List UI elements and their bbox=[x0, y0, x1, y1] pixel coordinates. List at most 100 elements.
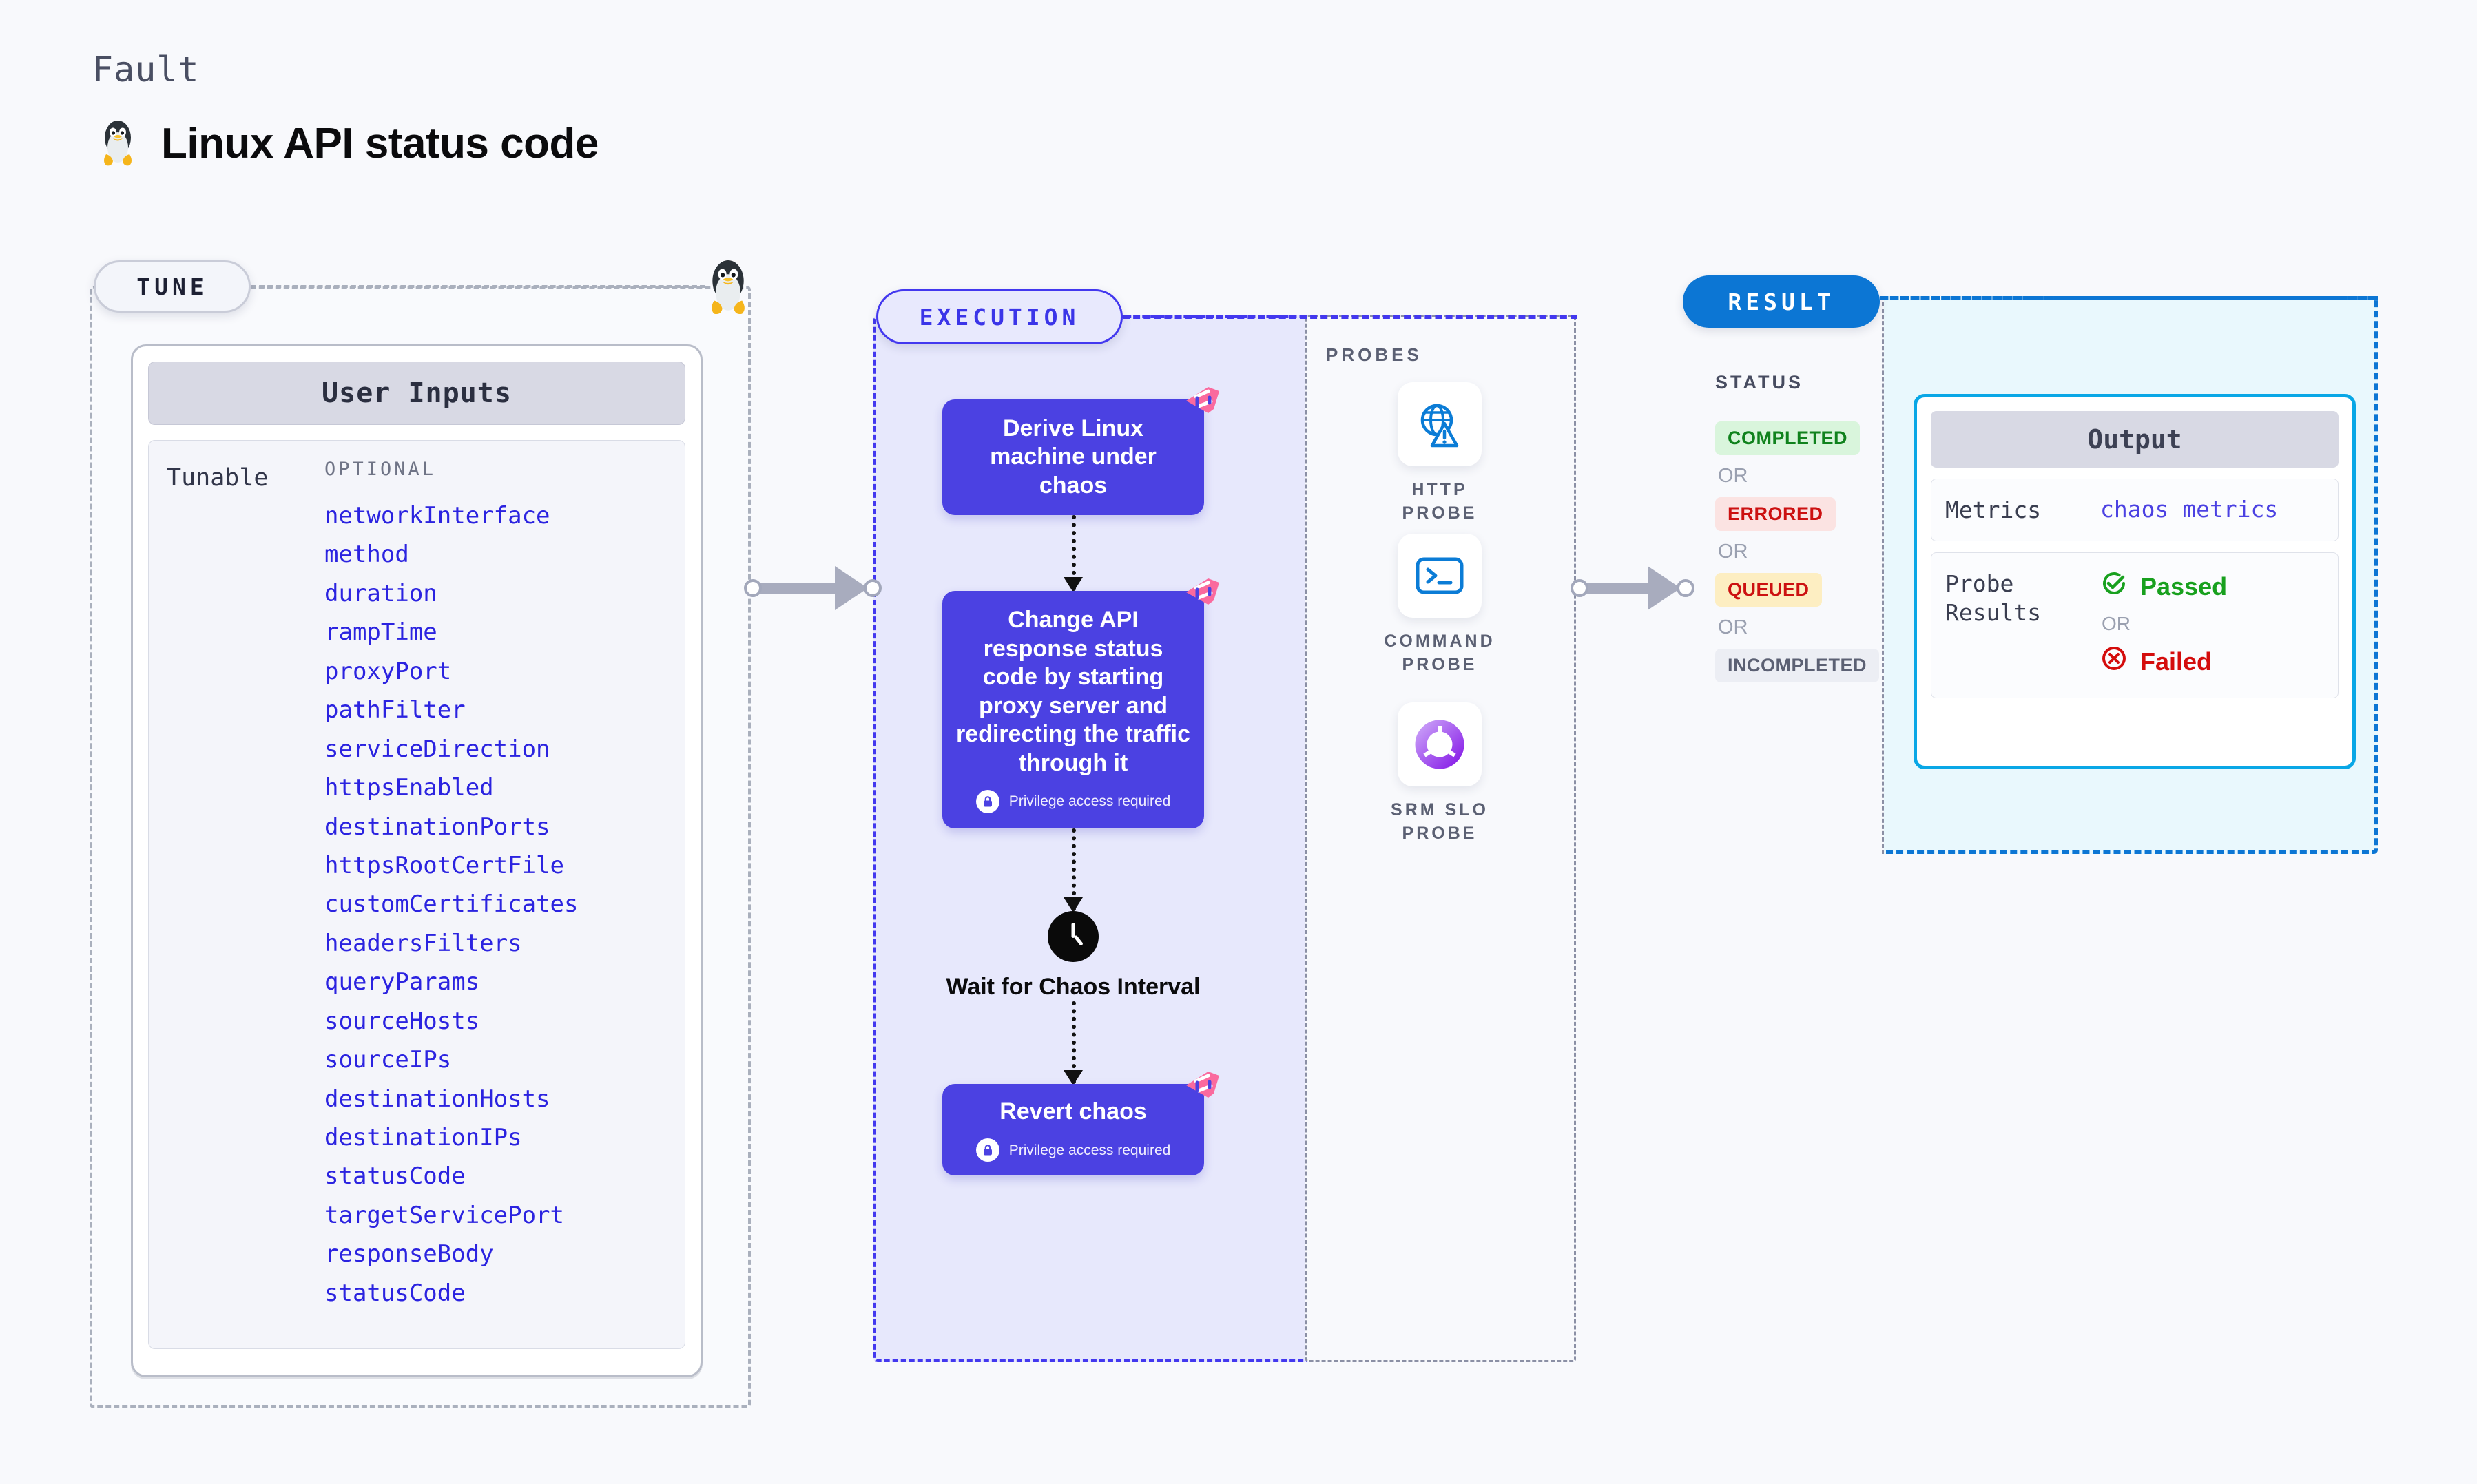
param-item[interactable]: responseBody bbox=[324, 1240, 494, 1268]
page-title-row: Linux API status code bbox=[96, 117, 599, 170]
arrow-head-icon bbox=[1064, 577, 1083, 593]
execution-step-label: Change API response status code by start… bbox=[955, 607, 1191, 776]
privilege-note: Privilege access required bbox=[955, 790, 1192, 814]
execution-step-revert-chaos[interactable]: Revert chaos Privilege access required bbox=[942, 1072, 1219, 1176]
arrow-end-dot bbox=[1677, 579, 1694, 597]
param-item[interactable]: rampTime bbox=[324, 618, 437, 647]
param-item[interactable]: targetServicePort bbox=[324, 1201, 564, 1229]
arrow-head-icon bbox=[1064, 1070, 1083, 1086]
status-badge-incompleted: INCOMPLETED bbox=[1715, 649, 1880, 682]
user-inputs-card: User Inputs Tunable OPTIONAL networkInte… bbox=[131, 344, 703, 1377]
metrics-key: Metrics bbox=[1945, 497, 2042, 523]
privilege-note: Privilege access required bbox=[955, 1138, 1192, 1162]
probes-title: PROBES bbox=[1326, 344, 1422, 365]
output-header: Output bbox=[1931, 411, 2339, 468]
execution-connector-line bbox=[1123, 315, 1577, 319]
arrow-shaft bbox=[1586, 583, 1650, 594]
execution-flow: Derive Linux machine under chaos Change … bbox=[942, 387, 1219, 1176]
user-inputs-header: User Inputs bbox=[148, 362, 685, 425]
probe-label: COMMAND PROBE bbox=[1384, 631, 1495, 674]
dotted-line bbox=[1072, 1001, 1076, 1085]
probe-command[interactable]: COMMAND PROBE bbox=[1371, 534, 1509, 677]
param-item[interactable]: serviceDirection bbox=[324, 735, 550, 763]
privilege-label: Privilege access required bbox=[1008, 1142, 1171, 1158]
passed-label: Passed bbox=[2140, 572, 2228, 600]
param-item[interactable]: httpsRootCertFile bbox=[324, 851, 564, 879]
privilege-label: Privilege access required bbox=[1008, 793, 1171, 810]
param-item[interactable]: destinationIPs bbox=[324, 1124, 522, 1151]
execution-step-derive[interactable]: Derive Linux machine under chaos bbox=[942, 387, 1219, 516]
result-connector-line bbox=[1880, 296, 2378, 300]
param-item[interactable]: sourceIPs bbox=[324, 1046, 452, 1074]
tunable-param-list: OPTIONAL networkInterface method duratio… bbox=[324, 459, 678, 1341]
globe-warning-icon bbox=[1398, 382, 1482, 466]
arrow-head bbox=[835, 566, 868, 610]
execution-pill: EXECUTION bbox=[876, 289, 1123, 344]
fault-marker-icon bbox=[1181, 382, 1222, 423]
probe-result-failed: Failed bbox=[2100, 645, 2227, 678]
param-item[interactable]: statusCode bbox=[324, 1279, 466, 1307]
probe-results-values: Passed OR Failed bbox=[2100, 569, 2227, 678]
or-separator: OR bbox=[1718, 616, 1748, 638]
failed-label: Failed bbox=[2140, 647, 2212, 676]
status-badge-completed: COMPLETED bbox=[1715, 421, 1861, 455]
arrow-start-dot bbox=[744, 579, 762, 597]
probes-region bbox=[1305, 315, 1576, 1362]
param-item[interactable]: proxyPort bbox=[324, 657, 452, 685]
probe-srm-slo[interactable]: SRM SLO PROBE bbox=[1371, 702, 1509, 846]
wait-label: Wait for Chaos Interval bbox=[946, 974, 1201, 1001]
tunable-label: Tunable bbox=[167, 464, 269, 492]
arrow-head bbox=[1648, 566, 1681, 610]
wait-for-chaos-interval: Wait for Chaos Interval bbox=[942, 911, 1204, 1001]
output-card: Output Metrics chaos metrics Probe Resul… bbox=[1914, 394, 2356, 769]
clock-icon bbox=[1048, 911, 1099, 963]
output-row-probe-results: Probe Results Passed OR bbox=[1931, 552, 2339, 699]
probe-http[interactable]: HTTP PROBE bbox=[1371, 382, 1509, 525]
param-item[interactable]: queryParams bbox=[324, 968, 480, 996]
param-item[interactable]: destinationHosts bbox=[324, 1085, 550, 1113]
lock-icon bbox=[975, 1138, 999, 1162]
fault-marker-icon bbox=[1181, 573, 1222, 614]
result-pill: RESULT bbox=[1683, 275, 1880, 328]
param-item[interactable]: networkInterface bbox=[324, 502, 550, 530]
param-item[interactable]: statusCode bbox=[324, 1162, 466, 1191]
or-separator: OR bbox=[1718, 541, 1748, 563]
execution-step-change-status-code[interactable]: Change API response status code by start… bbox=[942, 578, 1219, 829]
page-title: Linux API status code bbox=[161, 120, 599, 167]
status-badge-errored: ERRORED bbox=[1715, 497, 1836, 531]
terminal-icon bbox=[1398, 534, 1482, 618]
tunable-box: Tunable OPTIONAL networkInterface method… bbox=[148, 440, 685, 1349]
tune-pill: TUNE bbox=[94, 260, 251, 313]
or-separator: OR bbox=[1718, 465, 1748, 487]
param-item[interactable]: method bbox=[324, 541, 409, 569]
status-list: COMPLETED OR ERRORED OR QUEUED OR INCOMP… bbox=[1715, 421, 1880, 682]
param-item[interactable]: customCertificates bbox=[324, 890, 579, 919]
param-item[interactable]: httpsEnabled bbox=[324, 774, 494, 802]
status-badge-queued: QUEUED bbox=[1715, 573, 1822, 607]
arrow-execution-to-result bbox=[1571, 566, 1694, 610]
dotted-line bbox=[1072, 515, 1076, 592]
arrow-start-dot bbox=[1571, 579, 1588, 597]
or-separator: OR bbox=[2102, 613, 2131, 635]
param-item[interactable]: sourceHosts bbox=[324, 1007, 480, 1035]
param-item[interactable]: headersFilters bbox=[324, 929, 522, 957]
slo-donut-icon bbox=[1398, 702, 1482, 786]
x-circle-icon bbox=[2100, 645, 2128, 678]
probe-result-passed: Passed bbox=[2100, 569, 2227, 603]
status-title: STATUS bbox=[1715, 372, 1803, 393]
output-row-metrics: Metrics chaos metrics bbox=[1931, 479, 2339, 542]
revert-step-label: Revert chaos bbox=[999, 1098, 1147, 1125]
flow-connector bbox=[1064, 515, 1083, 593]
check-circle-icon bbox=[2100, 569, 2128, 603]
param-item[interactable]: pathFilter bbox=[324, 696, 466, 724]
metrics-value[interactable]: chaos metrics bbox=[2100, 496, 2279, 523]
probe-results-key: Probe Results bbox=[1945, 570, 2042, 626]
param-item[interactable]: destinationPorts bbox=[324, 813, 550, 841]
flow-connector bbox=[1064, 1001, 1083, 1086]
arrow-tune-to-execution bbox=[744, 566, 882, 610]
probe-label: SRM SLO PROBE bbox=[1391, 800, 1489, 843]
dotted-line bbox=[1072, 828, 1076, 912]
param-item[interactable]: duration bbox=[324, 579, 437, 607]
arrow-end-dot bbox=[864, 579, 882, 597]
